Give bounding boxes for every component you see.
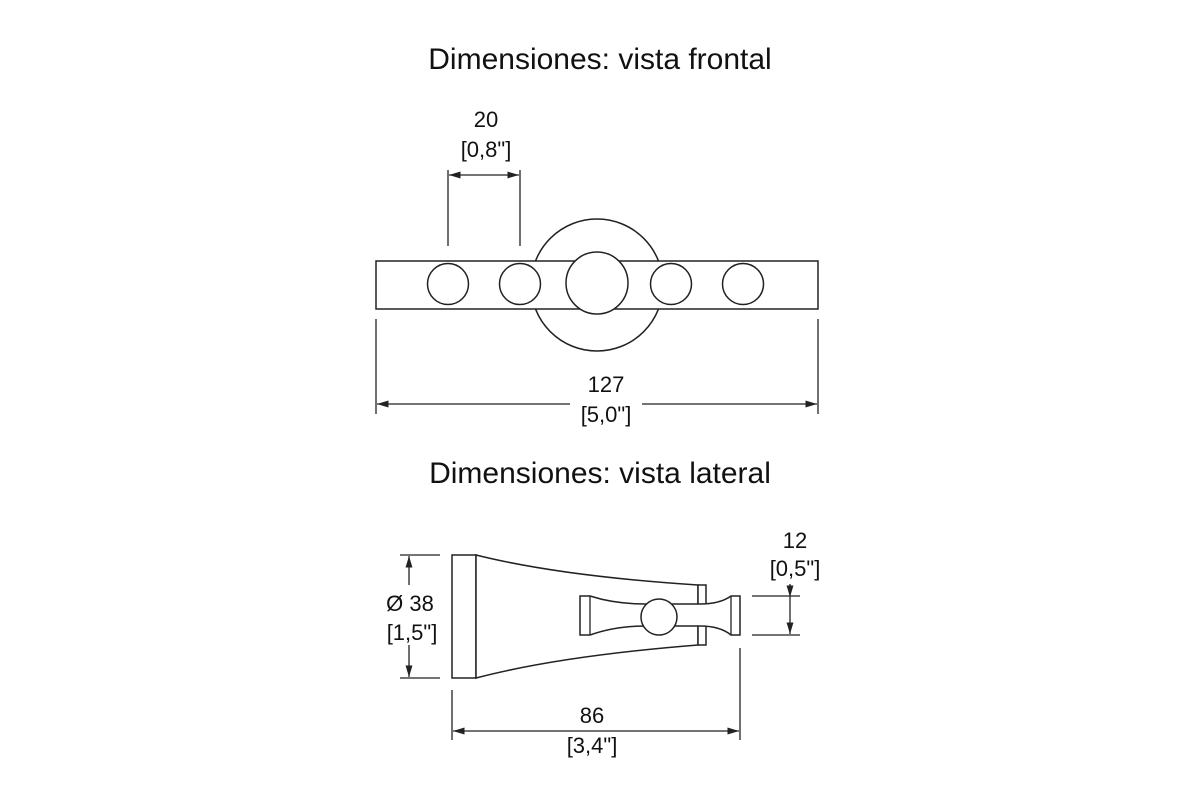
center-knob: [565, 251, 629, 315]
side-view-title: Dimensiones: vista lateral: [429, 457, 771, 490]
depth-mm-label: 86: [580, 703, 604, 728]
width-mm-label: 127: [588, 372, 625, 397]
depth-dimension: [451, 648, 741, 740]
knob-1: [426, 262, 470, 306]
side-view-drawing: [451, 554, 741, 679]
hook-thickness-in-label: [0,5"]: [770, 556, 821, 581]
wall-plate: [451, 554, 477, 679]
knob-4: [721, 262, 765, 306]
spacing-in-label: [0,8"]: [461, 137, 512, 162]
hook-thickness-dimension: [752, 584, 800, 636]
side-knob: [640, 598, 678, 636]
knob-3: [649, 262, 693, 306]
diameter-in-label: [1,5"]: [387, 620, 438, 645]
front-view-drawing: [375, 218, 819, 352]
front-view-title: Dimensiones: vista frontal: [428, 43, 771, 76]
spacing-mm-label: 20: [474, 107, 498, 132]
knob-2: [498, 262, 542, 306]
width-dimension: [375, 319, 819, 414]
diameter-dimension: [400, 554, 440, 679]
diameter-mm-label: Ø 38: [386, 591, 434, 616]
hook-thickness-mm-label: 12: [783, 528, 807, 553]
spacing-dimension: [447, 170, 521, 246]
width-in-label: [5,0"]: [581, 402, 632, 427]
depth-in-label: [3,4"]: [567, 733, 618, 758]
